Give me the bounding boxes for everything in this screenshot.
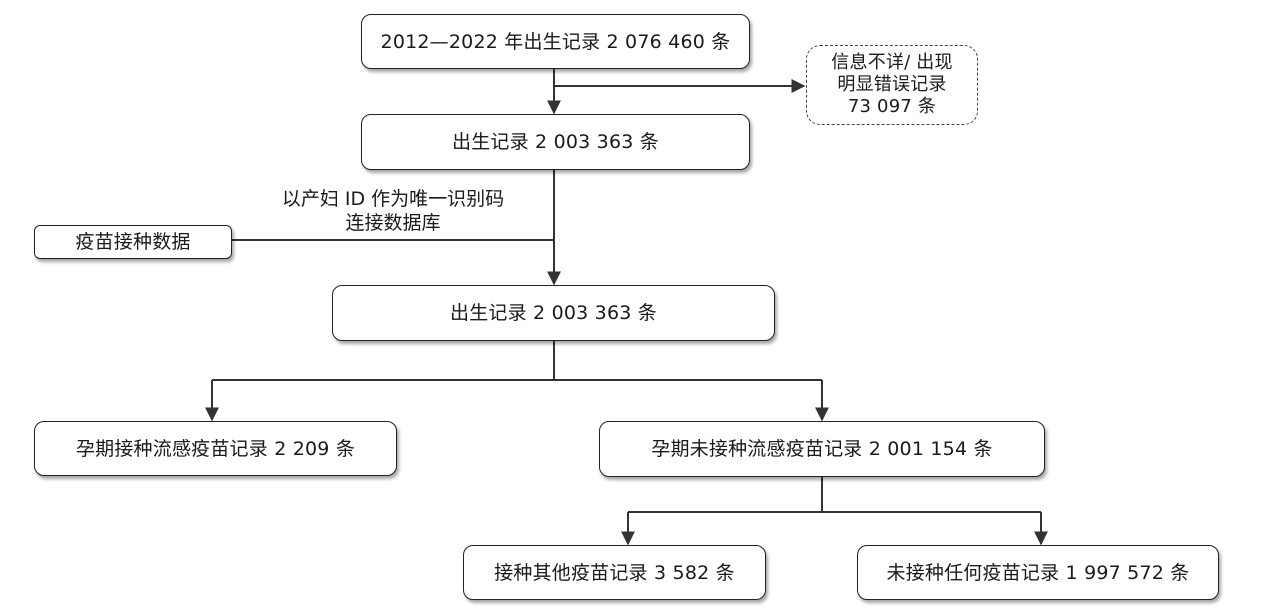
- node-birth-records-linked-text: 出生记录 2 003 363 条: [450, 302, 657, 324]
- node-birth-records-total: 2012—2022 年出生记录 2 076 460 条: [361, 14, 750, 69]
- node-no-vaccine-text: 未接种任何疫苗记录 1 997 572 条: [886, 561, 1190, 584]
- node-birth-records-linked: 出生记录 2 003 363 条: [332, 285, 775, 341]
- node-birth-records-total-text: 2012—2022 年出生记录 2 076 460 条: [380, 30, 731, 53]
- node-no-vaccine: 未接种任何疫苗记录 1 997 572 条: [857, 545, 1219, 600]
- node-flu-vaccinated-text: 孕期接种流感疫苗记录 2 209 条: [75, 437, 356, 460]
- node-flu-not-vaccinated: 孕期未接种流感疫苗记录 2 001 154 条: [599, 421, 1045, 477]
- node-flu-vaccinated: 孕期接种流感疫苗记录 2 209 条: [34, 421, 397, 476]
- node-other-vaccine-text: 接种其他疫苗记录 3 582 条: [494, 561, 735, 584]
- link-label-line1: 以产妇 ID 作为唯一识别码: [281, 188, 505, 210]
- node-birth-records-clean-text: 出生记录 2 003 363 条: [452, 131, 659, 153]
- link-label-line2: 连接数据库: [345, 212, 441, 234]
- node-vaccination-data-text: 疫苗接种数据: [75, 231, 191, 253]
- node-birth-records-clean: 出生记录 2 003 363 条: [361, 114, 750, 170]
- node-excluded-records: 信息不详/ 出现 明显错误记录 73 097 条: [806, 45, 978, 125]
- node-other-vaccine: 接种其他疫苗记录 3 582 条: [463, 545, 766, 600]
- node-flu-not-vaccinated-text: 孕期未接种流感疫苗记录 2 001 154 条: [651, 438, 993, 460]
- node-vaccination-data: 疫苗接种数据: [34, 225, 232, 259]
- node-excluded-records-text: 信息不详/ 出现 明显错误记录 73 097 条: [831, 52, 953, 117]
